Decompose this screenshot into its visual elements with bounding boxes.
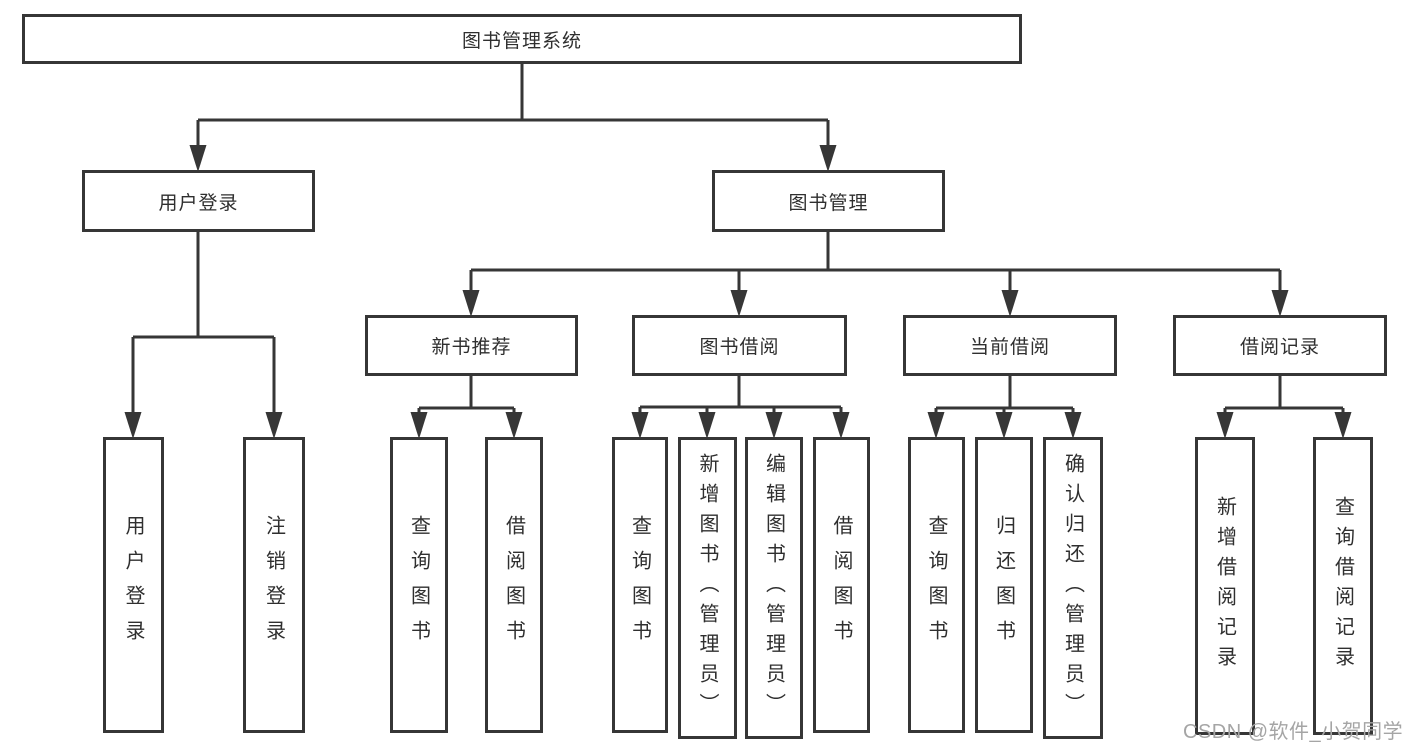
node-label: 借阅图书 [502, 515, 525, 655]
node-label: 借阅图书 [830, 515, 852, 655]
node-book-management: 图书管理 [712, 170, 945, 232]
connector-book-mgmt-to-level3 [469, 232, 1282, 295]
node-label: 新增借阅记录 [1213, 496, 1236, 676]
node-leaf-edit-books-admin: 编辑图书（管理员） [745, 437, 803, 739]
node-label: 编辑图书（管理员） [762, 453, 785, 723]
node-leaf-query-books-recommend: 查询图书 [390, 437, 448, 733]
node-leaf-user-login: 用户登录 [103, 437, 164, 733]
node-user-login-group: 用户登录 [82, 170, 315, 232]
node-label: 图书借阅 [699, 337, 780, 358]
node-label: 新增图书（管理员） [696, 453, 718, 723]
node-leaf-query-books-borrow: 查询图书 [612, 437, 668, 733]
node-leaf-borrow-books-recommend: 借阅图书 [485, 437, 543, 733]
connector-root-to-level2 [196, 64, 830, 150]
node-leaf-query-books-current: 查询图书 [908, 437, 965, 733]
node-leaf-confirm-return-admin: 确认归还（管理员） [1043, 437, 1103, 739]
connector-new-book-to-leaves [417, 376, 516, 418]
node-book-borrow: 图书借阅 [632, 315, 847, 376]
node-current-borrow: 当前借阅 [903, 315, 1117, 376]
connector-user-login-to-leaves [131, 232, 276, 418]
node-label: 图书管理 [788, 192, 869, 214]
connector-book-borrow-to-leaves [638, 376, 843, 418]
arrowheads [124, 145, 1352, 439]
node-leaf-borrow-books: 借阅图书 [813, 437, 870, 733]
node-label: 归还图书 [992, 515, 1015, 655]
node-label: 用户登录 [158, 192, 239, 214]
node-leaf-query-borrow-record: 查询借阅记录 [1313, 437, 1373, 735]
node-label: 查询借阅记录 [1331, 496, 1354, 676]
node-label: 查询图书 [925, 515, 947, 655]
node-leaf-return-books: 归还图书 [975, 437, 1033, 733]
node-label: 注销登录 [262, 515, 285, 655]
node-label: 确认归还（管理员） [1061, 453, 1084, 723]
node-borrow-records: 借阅记录 [1173, 315, 1387, 376]
connector-borrow-records-to-leaves [1223, 376, 1345, 418]
node-leaf-add-books-admin: 新增图书（管理员） [678, 437, 737, 739]
connector-current-borrow-to-leaves [934, 376, 1075, 418]
node-label: 当前借阅 [969, 337, 1050, 358]
node-label: 借阅记录 [1239, 337, 1320, 358]
csdn-watermark: CSDN @软件_小贺同学 [1183, 721, 1404, 743]
node-label: 新书推荐 [431, 337, 512, 358]
node-root: 图书管理系统 [22, 14, 1022, 64]
node-leaf-add-borrow-record: 新增借阅记录 [1195, 437, 1255, 735]
node-new-book-recommend: 新书推荐 [365, 315, 578, 376]
node-label: 查询图书 [628, 515, 651, 655]
node-label: 用户登录 [122, 515, 144, 655]
node-label: 查询图书 [407, 515, 430, 655]
node-root-label: 图书管理系统 [461, 30, 582, 52]
node-leaf-logout: 注销登录 [243, 437, 305, 733]
